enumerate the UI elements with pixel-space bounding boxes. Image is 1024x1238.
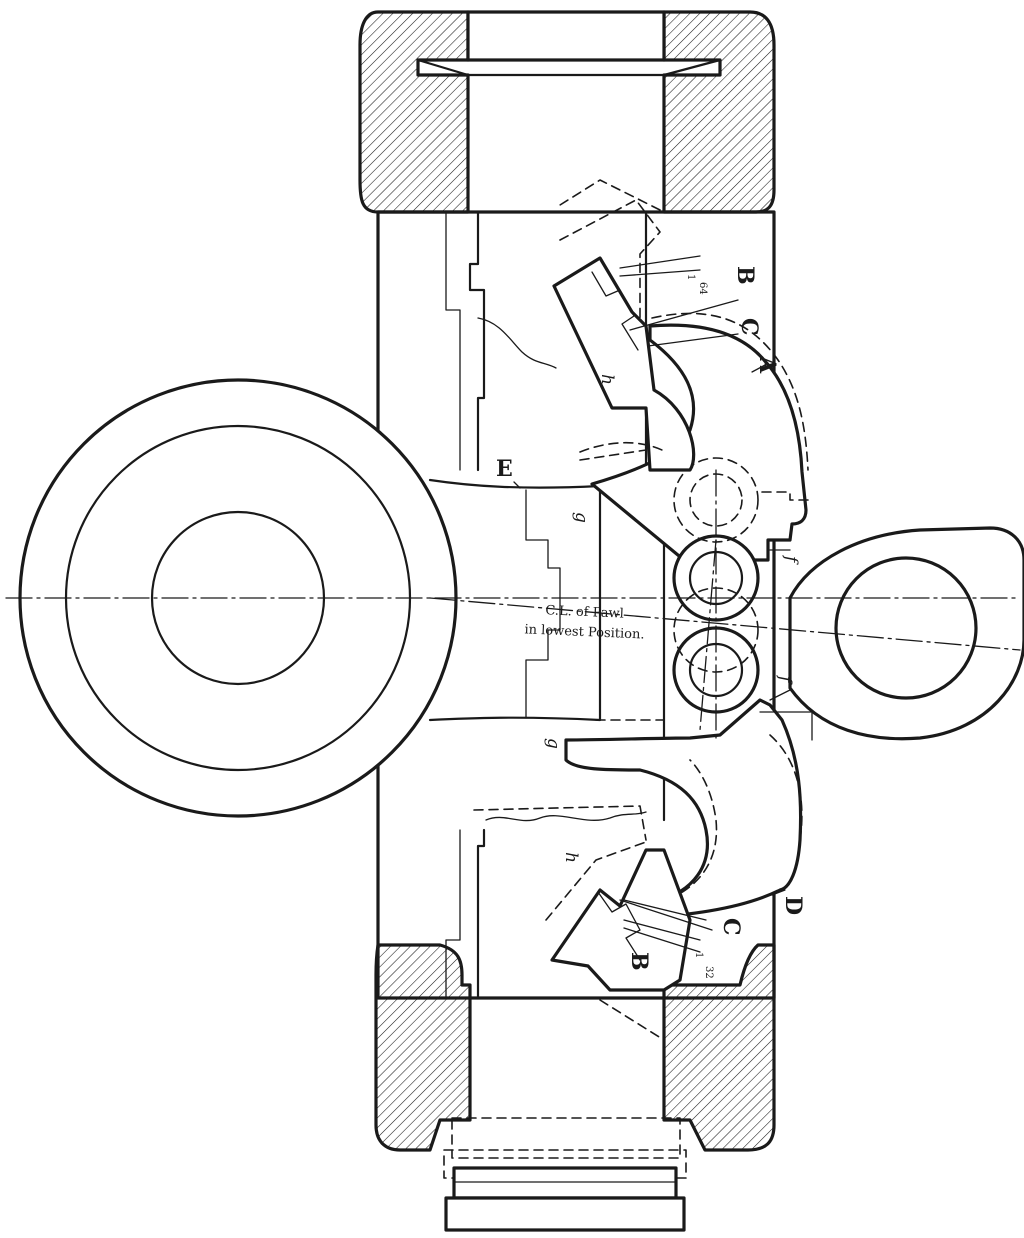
label-g-top: g [571,512,591,523]
dashed-outlines [473,179,665,841]
label-g-bottom: g [543,738,563,749]
fraction-top-numerator: 1 [685,274,696,280]
note-line-2: in lowest Position. [524,622,645,642]
center-lines [5,469,1021,741]
fraction-bottom-denominator: 32 [703,966,714,979]
label-c-bottom: C [718,918,744,936]
lower-wedge [545,841,713,1041]
label-h-bottom: h [561,852,581,863]
label-a: A [754,355,780,374]
label-e: E [496,456,513,482]
label-d: D [780,896,806,915]
upper-wedge [552,199,739,472]
fraction-top-denominator: 64 [697,282,708,295]
lower-pawl [564,698,813,920]
label-b-bottom: B [626,952,652,971]
label-h-top: h [597,374,617,385]
labels: A B C B C D E f f g g h h 1 64 1 32 C.L.… [496,266,806,979]
large-wheel-arm [18,378,602,818]
top-hatched-block [358,10,776,214]
label-f-bottom: f [775,674,795,685]
bottom-hatched-block [374,943,776,1232]
fraction-bottom-numerator: 1 [693,952,704,958]
label-c-top: C [736,318,762,336]
label-b-top: B [732,266,758,285]
note-line-1: C.L. of Pawl [545,603,624,621]
leader-lines [513,364,791,921]
label-f-top: f [781,554,801,565]
